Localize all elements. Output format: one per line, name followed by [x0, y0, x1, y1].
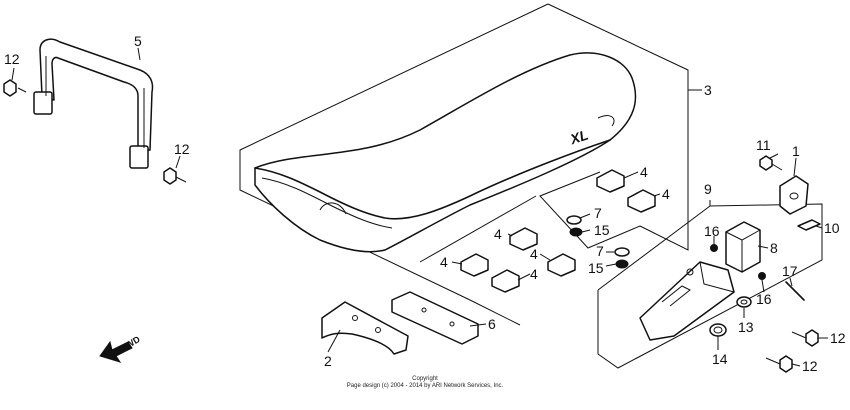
callout-4d: 4	[530, 246, 538, 262]
seat: XL	[254, 52, 637, 253]
plate-6	[391, 291, 479, 345]
callout-17: 17	[782, 263, 798, 279]
callout-12c: 12	[830, 330, 846, 346]
seat-emblem: XL	[567, 126, 590, 147]
grommet-13	[736, 296, 752, 308]
fwd-label: FWD	[119, 334, 142, 354]
callout-16a: 16	[704, 223, 720, 239]
callout-13: 13	[738, 319, 754, 335]
washers-7-15	[566, 215, 630, 269]
callout-numbers: 1 2 3 4 4 4 4 4 4 5 6 7 7 8 9 10 11 12 1…	[4, 33, 846, 374]
callout-4b: 4	[662, 186, 670, 202]
bracket-2	[321, 301, 409, 355]
callout-8: 8	[770, 240, 778, 256]
seat-clips	[460, 169, 656, 293]
callout-15a: 15	[594, 222, 610, 238]
box-8	[725, 221, 761, 273]
callout-4c: 4	[494, 226, 502, 242]
fwd-arrow: FWD	[99, 334, 142, 363]
callout-4e: 4	[440, 254, 448, 270]
callout-7a: 7	[594, 205, 602, 221]
callout-5: 5	[134, 33, 142, 49]
callout-12a: 12	[4, 51, 20, 67]
callout-10: 10	[824, 220, 840, 236]
rod-17	[785, 281, 805, 301]
callout-11: 11	[756, 137, 771, 153]
callout-12b: 12	[174, 141, 190, 157]
copyright-line1: Copyright	[412, 376, 438, 382]
callout-7b: 7	[596, 243, 604, 259]
bolt-12-right-upper	[791, 329, 819, 347]
callout-16b: 16	[756, 291, 772, 307]
seat-assembly-boundary	[239, 3, 689, 326]
tool-case	[639, 261, 735, 341]
screw-11	[759, 155, 783, 171]
label-10	[797, 219, 821, 231]
callout-2: 2	[324, 353, 332, 369]
grab-bar	[33, 38, 154, 169]
bracket-1	[779, 175, 809, 215]
washer-14	[709, 323, 727, 337]
callout-12d: 12	[802, 358, 818, 374]
copyright: Copyright Page design (c) 2004 - 2014 by…	[347, 376, 504, 389]
nuts-16	[710, 244, 766, 280]
bolt-12-grab-bar-right	[163, 167, 187, 185]
copyright-line2: Page design (c) 2004 - 2014 by ARI Netwo…	[347, 383, 504, 389]
bolt-12-upper-left	[3, 79, 27, 97]
callout-4a: 4	[640, 164, 648, 180]
callout-15b: 15	[588, 260, 604, 276]
leader-lines	[11, 47, 828, 367]
toolbox-boundary	[597, 200, 823, 369]
bolt-12-right-lower	[765, 355, 793, 373]
callout-14: 14	[712, 351, 728, 367]
callout-6: 6	[488, 316, 496, 332]
callout-1: 1	[792, 143, 800, 159]
callout-9: 9	[704, 181, 712, 197]
callout-3: 3	[704, 82, 712, 98]
callout-4f: 4	[530, 266, 538, 282]
